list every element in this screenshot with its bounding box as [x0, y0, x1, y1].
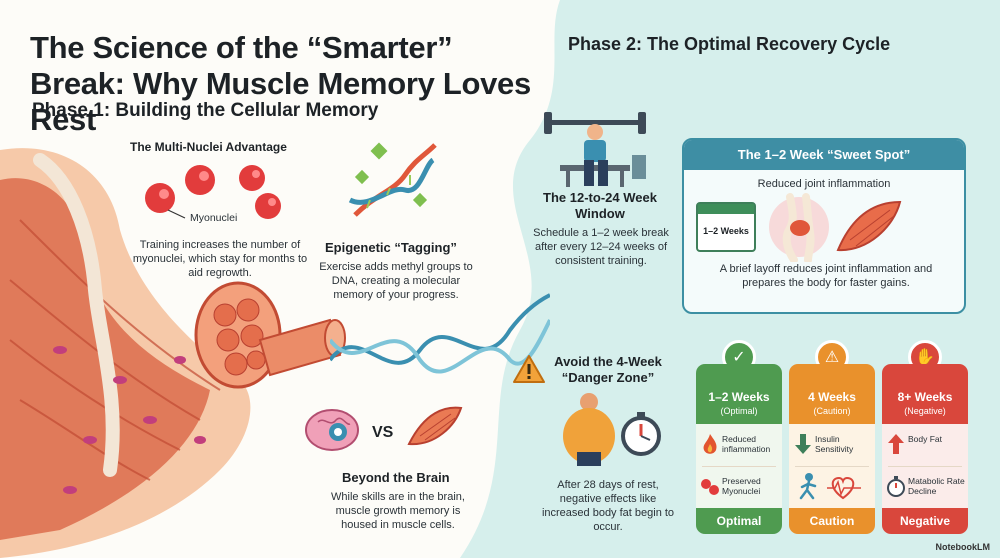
optimal-column-header: 1–2 Weeks (Optimal)	[696, 364, 782, 424]
nuclei-text: Training increases the number of myonucl…	[132, 239, 308, 279]
phase2-heading: Phase 2: The Optimal Recovery Cycle	[568, 34, 891, 54]
danger-text: After 28 days of rest, negative effects …	[541, 479, 675, 533]
page-title: The Science of the “Smarter” Break: Why …	[30, 30, 531, 137]
nuclei-icon	[701, 479, 719, 495]
brain-heading: Beyond the Brain	[342, 470, 450, 485]
calendar-icon: 1–2 Weeks	[696, 202, 756, 252]
negative-column-header: 8+ Weeks (Negative)	[882, 364, 968, 424]
knee-joint-icon	[769, 193, 829, 262]
optimal-item-2: Preserved Myonuclei	[722, 476, 761, 496]
preserved-myonuclei-item: Preserved Myonuclei	[700, 468, 780, 506]
myonuclei-icon	[145, 165, 281, 219]
caution-column-header: 4 Weeks (Caution)	[789, 364, 875, 424]
body-fat-item: Body Fat	[886, 426, 966, 464]
stopwatch-icon	[887, 476, 905, 497]
epigenetic-heading: Epigenetic “Tagging”	[325, 240, 457, 255]
nuclei-heading: The Multi-Nuclei Advantage	[130, 140, 287, 154]
caution-column-title: 4 Weeks	[808, 390, 856, 404]
epigenetic-text: Exercise adds methyl groups to DNA, crea…	[319, 261, 473, 301]
negative-column-sub: (Negative)	[904, 406, 946, 416]
divider	[795, 466, 869, 467]
optimal-column-footer: Optimal	[696, 508, 782, 534]
caution-item-1: Insulin Sensitivity	[815, 434, 854, 454]
sweet-spot-heading: The 1–2 Week “Sweet Spot”	[684, 140, 964, 170]
metabolic-rate-item: Matabolic Rate Decline	[886, 468, 966, 506]
calendar-label: 1–2 Weeks	[703, 226, 749, 236]
negative-item-2: Matabolic Rate Decline	[908, 476, 965, 496]
vs-label: VS	[372, 424, 394, 441]
sweet-spot-subtitle: Reduced joint inflammation	[757, 178, 891, 190]
flame-icon	[703, 434, 717, 454]
phase1-heading: Phase 1: Building the Cellular Memory	[32, 100, 379, 121]
brain-text: While skills are in the brain, muscle gr…	[331, 491, 465, 531]
muscle-illustration	[0, 148, 346, 558]
optimal-item-1: Reduced inflammation	[722, 434, 771, 454]
myonuclei-label: Myonuclei	[190, 212, 238, 224]
reduced-inflammation-item: Reduced inflammation	[700, 426, 780, 464]
window-text: Schedule a 1–2 week break after every 12…	[533, 227, 669, 267]
negative-column-title: 8+ Weeks	[897, 390, 953, 404]
optimal-column-title: 1–2 Weeks	[708, 390, 770, 404]
danger-heading: Avoid the 4-Week “Danger Zone”	[554, 354, 662, 385]
divider	[702, 466, 776, 467]
negative-column-footer: Negative	[882, 508, 968, 534]
insulin-sensitivity-item: Insulin Sensitivity	[793, 426, 873, 464]
arrow-down-icon	[795, 434, 811, 454]
runner-heart-icon	[799, 473, 861, 500]
warning-icon	[513, 355, 545, 383]
window-heading: The 12-to-24 Week Window	[543, 190, 657, 221]
sweet-spot-text: A brief layoff reduces joint inflammatio…	[719, 263, 933, 289]
brain-icon	[305, 409, 359, 451]
body-fat-icon	[563, 393, 661, 466]
sweet-spot-card: The 1–2 Week “Sweet Spot” Reduced joint …	[682, 138, 966, 314]
brand-logo: NotebookLM	[935, 542, 991, 552]
arrow-up-icon	[888, 434, 904, 454]
caution-column-sub: (Caution)	[813, 406, 851, 416]
muscle-icon	[836, 200, 902, 252]
optimal-column-sub: (Optimal)	[720, 406, 758, 416]
caution-column-footer: Caution	[789, 508, 875, 534]
caution-column: 4 Weeks (Caution) Insulin Sensitivity Ca…	[789, 364, 875, 534]
negative-column: 8+ Weeks (Negative) Body Fat Matabolic R…	[882, 364, 968, 534]
weightlifter-icon	[544, 112, 646, 187]
negative-item-1: Body Fat	[908, 434, 943, 444]
optimal-column: 1–2 Weeks (Optimal) Reduced inflammation…	[696, 364, 782, 534]
dna-tagging-icon	[348, 142, 437, 217]
muscle-fiber-icon	[407, 406, 463, 446]
divider	[888, 466, 962, 467]
